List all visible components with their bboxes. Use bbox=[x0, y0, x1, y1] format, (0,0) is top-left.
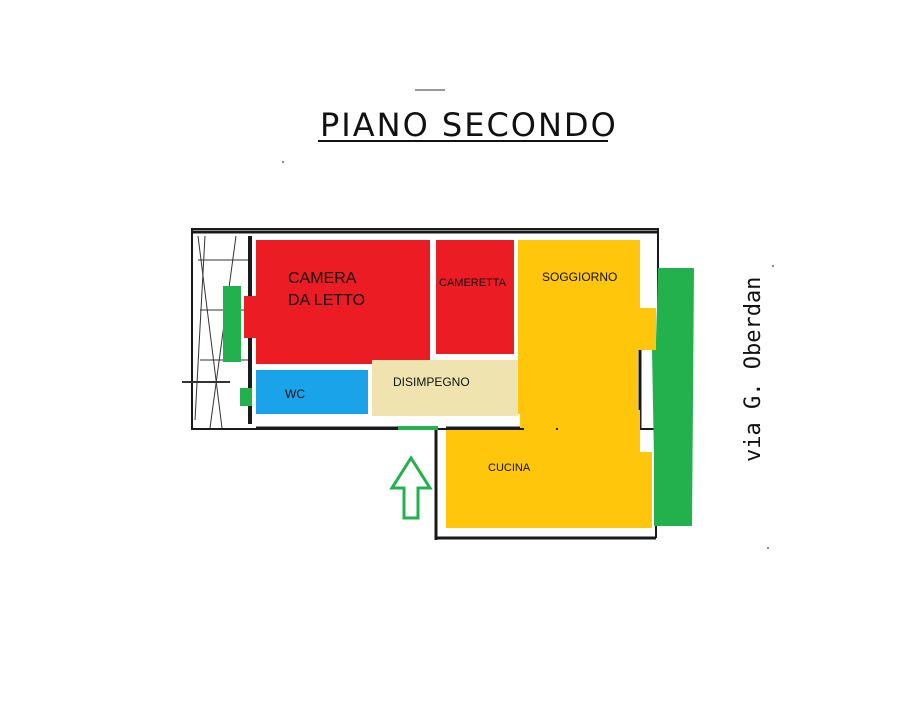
balcony-east bbox=[652, 268, 694, 526]
balcony-wc-window bbox=[240, 388, 252, 406]
label-camera-line2: DA LETTO bbox=[288, 292, 365, 309]
room-cameretta bbox=[436, 240, 514, 354]
balcony-west bbox=[223, 286, 241, 362]
street-name: via G. Oberdan bbox=[741, 277, 766, 462]
scan-speck bbox=[767, 547, 769, 549]
room-disimpegno bbox=[372, 360, 518, 416]
label-disimpegno: DISIMPEGNO bbox=[393, 375, 470, 389]
entrance-arrow-icon bbox=[389, 455, 433, 520]
label-cucina: CUCINA bbox=[488, 462, 531, 474]
scan-speck bbox=[282, 161, 284, 163]
room-soggiorno bbox=[518, 240, 656, 414]
label-wc: WC bbox=[285, 387, 305, 401]
page-title: PIANO SECONDO bbox=[320, 106, 618, 144]
label-camera-line1: CAMERA bbox=[288, 270, 357, 287]
room-cucina bbox=[446, 414, 652, 528]
label-cameretta: CAMERETTA bbox=[439, 277, 507, 289]
entrance-door bbox=[398, 426, 438, 430]
scan-speck bbox=[772, 265, 774, 267]
room-camera-da-letto bbox=[244, 240, 430, 364]
label-soggiorno: SOGGIORNO bbox=[542, 270, 617, 284]
room-wc bbox=[256, 370, 368, 414]
